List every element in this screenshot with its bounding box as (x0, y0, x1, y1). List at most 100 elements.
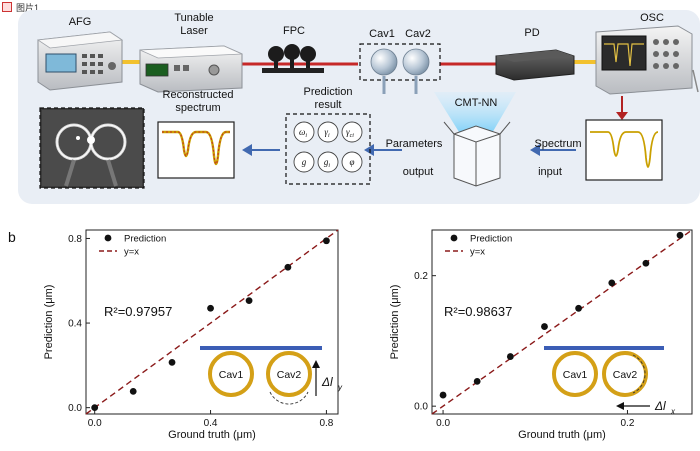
y-tick-label: 0.4 (68, 319, 82, 330)
x-tick-label: 0.0 (436, 418, 450, 429)
data-point (575, 304, 582, 312)
param-g: g (302, 157, 307, 167)
ring-label-cav2: Cav2 (277, 369, 302, 381)
data-point (129, 387, 137, 395)
label-osc: OSC (640, 12, 664, 24)
displacement-label: Δl (321, 375, 333, 389)
r-squared-annotation: R²=0.98637 (444, 304, 512, 319)
y-tick-label: 0.2 (414, 271, 428, 282)
panel-b-label: b (8, 229, 16, 245)
label-laser-line1: Tunable (174, 12, 213, 24)
waveguide-bar (544, 346, 664, 350)
ring-label-cav2: Cav2 (613, 369, 638, 381)
plot-frame (431, 229, 693, 415)
displacement-subscript: y (337, 383, 343, 392)
displacement-label: Δl (654, 399, 666, 413)
data-point (323, 237, 330, 245)
ring-cav1 (552, 351, 598, 397)
data-point (207, 304, 214, 312)
label-laser-line2: Laser (180, 25, 208, 37)
data-point (506, 353, 514, 360)
arrow-spectrum-input-head (530, 144, 540, 156)
y-tick-label: 0.0 (68, 403, 82, 414)
oscilloscope-device (595, 25, 699, 95)
tunable-laser-device (139, 45, 243, 93)
x-tick-label: 0.4 (204, 418, 218, 429)
fpc-device (262, 44, 324, 73)
label-reconstructed-1: Reconstructed (163, 89, 234, 101)
prediction-result-box: ωi γi γci g gi φ (285, 113, 371, 185)
label-parameters-2: output (403, 166, 434, 178)
x-axis-label: Ground truth (μm) (518, 429, 606, 441)
data-point (541, 323, 548, 330)
data-point (245, 297, 253, 305)
ring-cav1 (208, 351, 254, 397)
displaced-ring-dashed (632, 354, 646, 394)
label-spectrum-1: Spectrum (534, 138, 581, 150)
data-point (473, 377, 481, 385)
ring-label-cav1: Cav1 (563, 369, 588, 381)
x-tick-label: 0.8 (319, 418, 333, 429)
displacement-arrow-head (312, 360, 320, 368)
setup-diagram: ωi γi γci g gi φ (36, 12, 699, 189)
label-pd: PD (524, 27, 539, 39)
y-axis-label: Prediction (μm) (43, 285, 55, 360)
afg-device (36, 31, 124, 91)
legend-marker-prediction (450, 234, 458, 242)
cmt-nn-box (443, 121, 511, 187)
x-axis-label: Ground truth (μm) (168, 429, 256, 441)
param-gamma-i: γi (324, 127, 330, 139)
dual-cavity-device (359, 43, 441, 94)
data-point (284, 263, 292, 271)
ring-cav2 (602, 351, 648, 397)
displacement-arrow-head (616, 402, 624, 410)
y-axis-label: Prediction (μm) (389, 285, 401, 360)
label-parameters-1: Parameters (386, 138, 443, 150)
displacement-subscript: x (670, 407, 676, 416)
waveguide-bar (200, 346, 322, 350)
data-point (439, 391, 447, 399)
data-point (608, 279, 616, 287)
displaced-ring-dashed (269, 391, 309, 405)
arrow-params-output-head (364, 144, 374, 156)
label-afg: AFG (69, 16, 92, 28)
microscope-image (39, 107, 145, 189)
legend-label-fit: y=x (470, 247, 485, 258)
data-point (91, 404, 99, 412)
data-point (642, 259, 650, 267)
label-prediction-2: result (315, 99, 342, 111)
param-omega-i: ωi (299, 127, 307, 139)
fit-line (85, 229, 339, 415)
image-icon (2, 2, 12, 12)
label-reconstructed-2: spectrum (175, 102, 220, 114)
x-tick-label: 0.2 (621, 418, 635, 429)
param-g-i: gi (324, 157, 331, 169)
legend-marker-prediction (104, 234, 112, 242)
window-header: 图片1 (0, 0, 120, 14)
window-title: 图片1 (16, 3, 40, 13)
projection-beam (434, 92, 516, 140)
r-squared-annotation: R²=0.97957 (104, 304, 172, 319)
photodetector-device (495, 49, 575, 81)
reconstructed-spectrum-plot (157, 121, 235, 179)
label-cmt-nn: CMT-NN (455, 97, 498, 109)
spectrum-input-plot (585, 119, 663, 181)
panel-a-setup: ωi γi γci g gi φ (18, 10, 700, 204)
ring-cav2 (266, 351, 312, 397)
label-cav1: Cav1 (369, 28, 395, 40)
data-point (168, 358, 176, 366)
label-fpc: FPC (283, 25, 305, 37)
legend-label-prediction: Prediction (470, 234, 512, 245)
label-prediction-1: Prediction (304, 86, 353, 98)
y-tick-label: 0.0 (414, 402, 428, 413)
ring-label-cav1: Cav1 (219, 369, 244, 381)
plot-frame (85, 229, 339, 415)
param-gamma-ci: γci (346, 127, 354, 139)
label-cav2: Cav2 (405, 28, 431, 40)
x-tick-label: 0.0 (88, 418, 102, 429)
arrow-reconstruct-head (242, 144, 252, 156)
param-phi: φ (350, 157, 355, 167)
